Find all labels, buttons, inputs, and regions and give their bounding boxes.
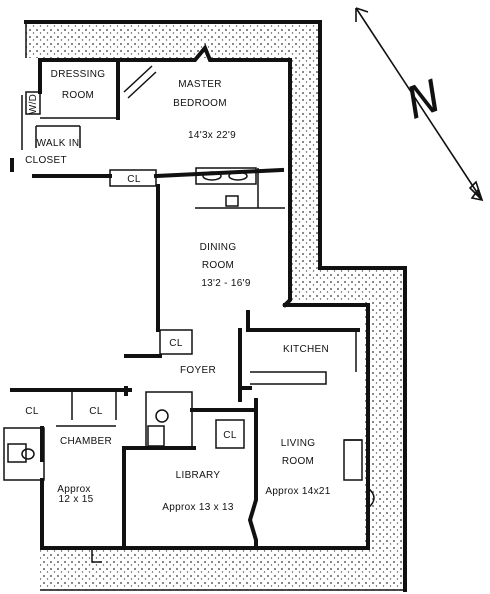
washer-dryer-label: W/D bbox=[28, 94, 39, 114]
kitchen-walls bbox=[242, 310, 360, 390]
closet-label-3: CL bbox=[25, 406, 39, 417]
closet-label-1: CL bbox=[127, 174, 141, 185]
closet-label-4: CL bbox=[89, 406, 103, 417]
bedroom-walls bbox=[10, 60, 285, 332]
chamber-walls bbox=[3, 388, 375, 563]
dining-room-label-1: DINING bbox=[200, 242, 237, 253]
chamber-size-2: 12 x 15 bbox=[59, 494, 94, 505]
living-room-label-1: LIVING bbox=[281, 438, 316, 449]
chamber-label: CHAMBER bbox=[60, 436, 112, 447]
library-label: LIBRARY bbox=[176, 470, 221, 481]
north-label: N bbox=[400, 71, 448, 130]
walk-in-closet-label-2: CLOSET bbox=[25, 155, 67, 166]
master-bedroom-size: 14'3x 22'9 bbox=[188, 130, 236, 141]
master-bedroom-label-2: BEDROOM bbox=[173, 98, 227, 109]
dressing-room-label-2: ROOM bbox=[62, 90, 94, 101]
foyer-walls bbox=[124, 328, 242, 402]
living-room-label-2: ROOM bbox=[282, 456, 314, 467]
dressing-room-label-1: DRESSING bbox=[51, 69, 106, 80]
walk-in-closet-label-1: WALK IN bbox=[37, 138, 80, 149]
terrace-border bbox=[24, 20, 407, 592]
terrace bbox=[26, 22, 405, 590]
closet-label-5: CL bbox=[223, 430, 237, 441]
dining-room-size: 13'2 - 16'9 bbox=[201, 278, 251, 289]
closet-label-2: CL bbox=[169, 338, 183, 349]
living-room-size: Approx 14x21 bbox=[265, 486, 330, 497]
foyer-label: FOYER bbox=[180, 365, 216, 376]
dining-room-label-2: ROOM bbox=[202, 260, 234, 271]
master-bedroom-label-1: MASTER bbox=[178, 79, 221, 90]
library-size: Approx 13 x 13 bbox=[162, 502, 234, 513]
kitchen-label: KITCHEN bbox=[283, 344, 329, 355]
chamber-size-1: Approx bbox=[57, 484, 91, 495]
exterior-walls bbox=[21, 44, 370, 550]
north-arrow bbox=[355, 7, 484, 202]
